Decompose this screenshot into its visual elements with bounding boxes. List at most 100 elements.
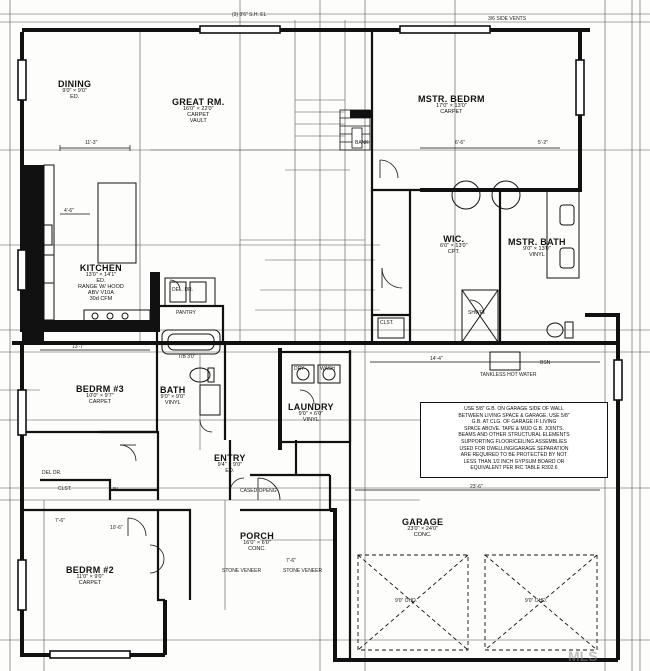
room-entry-floor: ED.	[225, 468, 235, 475]
room-wic-floor: CPT.	[447, 249, 460, 256]
note-line: USE 5/8" G.B. ON GARAGE SIDE OF WALL	[464, 406, 564, 412]
note-line: SUPPORTING FLOOR/CEILING ASSEMBLIES	[461, 438, 567, 445]
label-stone-veneer-2: STONE VENEER	[283, 568, 323, 574]
room-garage-floor: CONC.	[413, 532, 432, 539]
dim-1: 11'-3"	[85, 140, 98, 146]
dim-10: 14'-4"	[430, 356, 443, 362]
label-bsn: BSN	[540, 360, 551, 366]
room-bedroom-3-floor: CARPET	[88, 399, 112, 406]
room-garage-name: GARAGE	[402, 517, 444, 527]
fire-separation-note: USE 5/8" G.B. ON GARAGE SIDE OF WALL BET…	[420, 402, 608, 478]
room-dining-size: 9'0" × 9'0"	[62, 88, 87, 95]
watermark: MLS	[568, 648, 598, 664]
room-bedroom-2-name: BEDRM #2	[66, 565, 114, 575]
label-tankless: TANKLESS HOT WATER	[480, 372, 537, 378]
note-line: BETWEEN LIVING SPACE & GARAGE. USE 5/8"	[458, 412, 570, 419]
room-laundry-name: LAUNDRY	[288, 402, 334, 412]
label-washer: WASH	[320, 366, 335, 372]
room-master-bedroom: MSTR. BEDRM 17'0" × 13'0" CARPET	[418, 94, 485, 116]
door-swings	[119, 159, 485, 574]
room-great-room-name: GREAT RM.	[172, 97, 225, 107]
room-kitchen-note2: ABV V10A	[87, 289, 114, 296]
room-great-room-ceiling: VAULT	[189, 117, 207, 124]
room-porch-name: PORCH	[240, 531, 275, 541]
note-line: EQUIVALENT PER IRC TABLE R302.6	[470, 465, 558, 472]
room-bedroom-3-name: BEDRM #3	[76, 384, 124, 394]
room-dining-floor: ED.	[70, 94, 80, 101]
dimension-ticks	[40, 145, 600, 491]
note-line: LESS THAN 1/2 INCH GYPSUM BOARD OR	[463, 458, 565, 465]
room-porch-floor: CONC.	[248, 546, 266, 553]
room-laundry-size: 9'0" × 6'0"	[298, 411, 324, 418]
dim-4: 5'-2"	[538, 140, 548, 146]
stairs	[339, 109, 371, 151]
note-line: ARE REQUIRED TO BE PROTECTED BY NOT	[460, 452, 568, 459]
windows	[17, 25, 623, 659]
room-bedroom-3-size: 10'0" × 9'7"	[86, 393, 114, 400]
note-line: BEAMS AND OTHER STRUCTURAL ELEMENTS	[458, 432, 570, 439]
label-closet: CLST.	[380, 320, 394, 326]
label-dryer: DRY	[294, 366, 305, 372]
room-garage-size: 23'0" × 24'0"	[407, 526, 438, 533]
dim-6: 7'-6"	[55, 518, 65, 524]
kitchen-fixtures	[29, 164, 216, 323]
garage-doors	[357, 554, 598, 651]
interior-walls	[22, 30, 502, 660]
room-wic-name: WIC.	[443, 234, 465, 244]
room-master-bedroom-size: 17'0" × 13'0"	[436, 103, 467, 110]
dim-top-mid: (3) 3'6" S.H. EL	[232, 12, 267, 18]
room-dining: DINING 9'0" × 9'0" ED.	[58, 79, 92, 101]
room-great-room-size: 16'0" × 22'0"	[182, 106, 214, 113]
room-master-bath-name: MSTR. BATH	[508, 237, 566, 247]
room-wic-size: 6'0" × 13'0"	[440, 243, 468, 250]
room-kitchen: KITCHEN 13'0" × 14'1" ED. RANGE W/ HOOD …	[78, 263, 124, 302]
label-linen: LIN	[110, 487, 118, 493]
label-shower: SHWR	[468, 310, 484, 316]
label-cased-opening: CASED OPENG	[240, 488, 277, 494]
room-great-room-floor: CARPET	[187, 112, 210, 119]
dim-8: 23'-6"	[470, 484, 483, 490]
label-del-dr: DEL. DR.	[172, 287, 194, 293]
dim-5: 13'-7"	[72, 344, 85, 350]
room-kitchen-size: 13'0" × 14'1"	[85, 272, 117, 279]
room-master-bath: MSTR. BATH 9'0" × 13'0" VINYL	[508, 237, 566, 259]
label-stone-veneer-1: STONE VENEER	[222, 568, 262, 574]
room-kitchen-note3: 30d CFM	[89, 295, 113, 302]
room-bedroom-2: BEDRM #2 11'0" × 9'0" CARPET	[66, 565, 114, 587]
label-tub: T/B 3'0"	[178, 354, 196, 360]
dim-7: 10'-6"	[110, 525, 123, 531]
note-line: USED FOR DWELLING/GARAGE SEPARATION	[459, 445, 569, 452]
room-wic: WIC. 6'0" × 13'0" CPT.	[440, 234, 468, 256]
room-master-bedroom-floor: CARPET	[440, 109, 463, 116]
room-bedroom-2-size: 11'0" × 9'0"	[76, 574, 104, 581]
room-bedroom-2-floor: CARPET	[78, 580, 102, 587]
room-great-room: GREAT RM. 16'0" × 22'0" CARPET VAULT	[172, 97, 225, 125]
room-bath-name: BATH	[160, 385, 186, 395]
label-closet-bedroom3: CLST.	[58, 486, 72, 492]
room-entry: ENTRY 9'4" × 9'0" ED.	[214, 453, 246, 475]
room-laundry-floor: VINYL	[302, 417, 319, 424]
room-bath-size: 9'0" × 9'0"	[160, 394, 186, 401]
room-master-bath-floor: VINYL	[528, 252, 545, 259]
room-master-bath-size: 9'0" × 13'0"	[523, 246, 551, 253]
label-pantry: PANTRY	[176, 310, 196, 316]
note-line: G.B. AT CLG. OF GARAGE IF LIVING	[471, 419, 557, 426]
room-bath-floor: VINYL	[164, 400, 181, 407]
bath-fixtures	[161, 180, 580, 416]
room-entry-size: 9'4" × 9'0"	[217, 462, 243, 469]
room-kitchen-name: KITCHEN	[79, 263, 122, 273]
note-line: SPACE ABOVE. TAPE & MUD G.B. JOINTS.	[464, 425, 564, 432]
room-bedroom-3: BEDRM #3 10'0" × 9'7" CARPET	[76, 384, 124, 406]
room-kitchen-note1: RANGE W/ HOOD	[78, 283, 124, 290]
dim-3: 6'-6"	[455, 140, 465, 146]
room-porch: PORCH 16'0" × 6'0" CONC.	[240, 531, 275, 553]
room-laundry: LAUNDRY 9'0" × 6'0" VINYL	[288, 402, 334, 424]
room-porch-size: 16'0" × 6'0"	[243, 540, 271, 547]
room-master-bedroom-name: MSTR. BEDRM	[418, 94, 485, 104]
room-dining-name: DINING	[58, 79, 92, 89]
dim-top-right: 3/6 SIDE VENTS	[488, 16, 527, 22]
label-bank: BANK	[355, 140, 369, 146]
